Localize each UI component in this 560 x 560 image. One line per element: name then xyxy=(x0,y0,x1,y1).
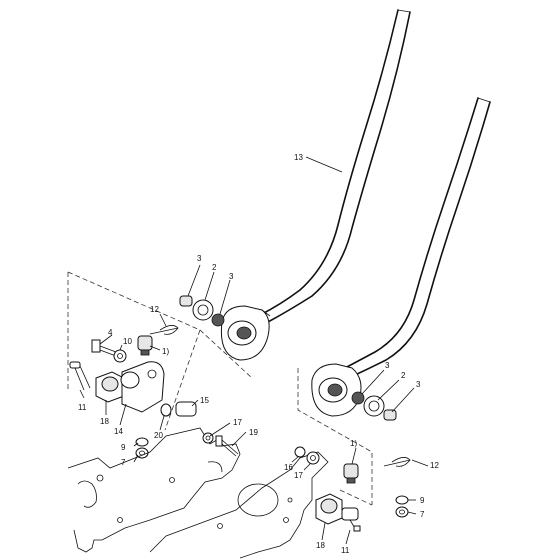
spacer-20 xyxy=(160,403,172,417)
handlebar-tube-left-inner xyxy=(267,11,411,323)
rubber-damper-left xyxy=(137,335,153,356)
bushing-left xyxy=(192,299,214,321)
callout-17-mid: 17 xyxy=(233,418,242,427)
callout-2-left: 2 xyxy=(212,263,217,272)
mounting-bracket-14 xyxy=(120,361,165,413)
callout-10: 10 xyxy=(123,337,132,346)
handle-end-bracket-left xyxy=(220,305,271,361)
bolt-19 xyxy=(215,435,239,457)
bushing-right xyxy=(363,395,385,417)
callout-3-right-b: 3 xyxy=(416,380,421,389)
callout-18-right: 18 xyxy=(316,541,325,550)
handlebar-tube-right-inner xyxy=(354,101,491,376)
callout-3-left-b: 3 xyxy=(229,272,234,281)
handle-end-bracket-right xyxy=(311,363,362,417)
washer-9-left xyxy=(135,437,149,447)
callout-15: 15 xyxy=(200,396,209,405)
callout-12-right: 12 xyxy=(430,461,439,470)
frame-plate-right xyxy=(149,451,329,559)
callout-11-left: 11 xyxy=(78,403,87,412)
spacer-washer-left-a xyxy=(179,295,193,307)
phantom-outline-left xyxy=(67,271,253,431)
callout-17-right: 17 xyxy=(294,471,303,480)
pivot-pin-11-left xyxy=(69,361,91,391)
callout-3-right-a: 3 xyxy=(385,361,390,370)
handlebar-tube-right xyxy=(344,97,479,369)
callout-16-right: 16 xyxy=(284,463,293,472)
callout-9-left: 9 xyxy=(121,443,126,452)
handlebar-tube-left xyxy=(259,9,399,316)
callout-7-right: 7 xyxy=(420,510,425,519)
callout-note-left: 1) xyxy=(162,347,169,356)
callout-2-right: 2 xyxy=(401,371,406,380)
callout-7-left: 7 xyxy=(121,458,126,467)
bearing-block-18-right xyxy=(315,493,343,525)
washer-17-mid xyxy=(202,432,214,444)
washer-10 xyxy=(113,349,127,363)
callout-18-left: 18 xyxy=(100,417,109,426)
callout-labels: 13 3 2 3 12 1) 4 10 11 18 14 20 15 9 7 1… xyxy=(78,153,439,555)
callout-9-right: 9 xyxy=(420,496,425,505)
leader-lines xyxy=(79,156,429,545)
handlebar-assembly xyxy=(259,9,491,376)
callout-4: 4 xyxy=(108,328,113,337)
callout-14: 14 xyxy=(114,427,123,436)
washer-9-right xyxy=(395,495,409,505)
spacer-washer-right-a xyxy=(351,391,365,405)
cotter-clip-left xyxy=(149,325,179,335)
bearing-block-18-left xyxy=(95,371,125,403)
pin-15 xyxy=(175,401,197,417)
callout-13: 13 xyxy=(294,153,303,162)
phantom-outline-right xyxy=(297,368,373,506)
pivot-pin-11-right xyxy=(341,507,361,532)
callout-3-left-a: 3 xyxy=(197,254,202,263)
nut-7-right xyxy=(395,506,409,518)
cotter-clip-right xyxy=(383,457,411,467)
spacer-washer-left-b xyxy=(211,313,225,327)
spacer-washer-right-b xyxy=(383,409,397,421)
callout-12-left: 12 xyxy=(150,305,159,314)
frame-plate-left xyxy=(67,427,241,553)
callout-20: 20 xyxy=(154,431,163,440)
callout-11-right: 11 xyxy=(341,546,350,555)
washer-17-right xyxy=(306,451,320,465)
callout-note-right: 1) xyxy=(350,439,357,448)
rubber-damper-right xyxy=(343,463,359,484)
callout-19: 19 xyxy=(249,428,258,437)
washer-16-right xyxy=(294,446,306,458)
bolt-4 xyxy=(91,339,117,357)
